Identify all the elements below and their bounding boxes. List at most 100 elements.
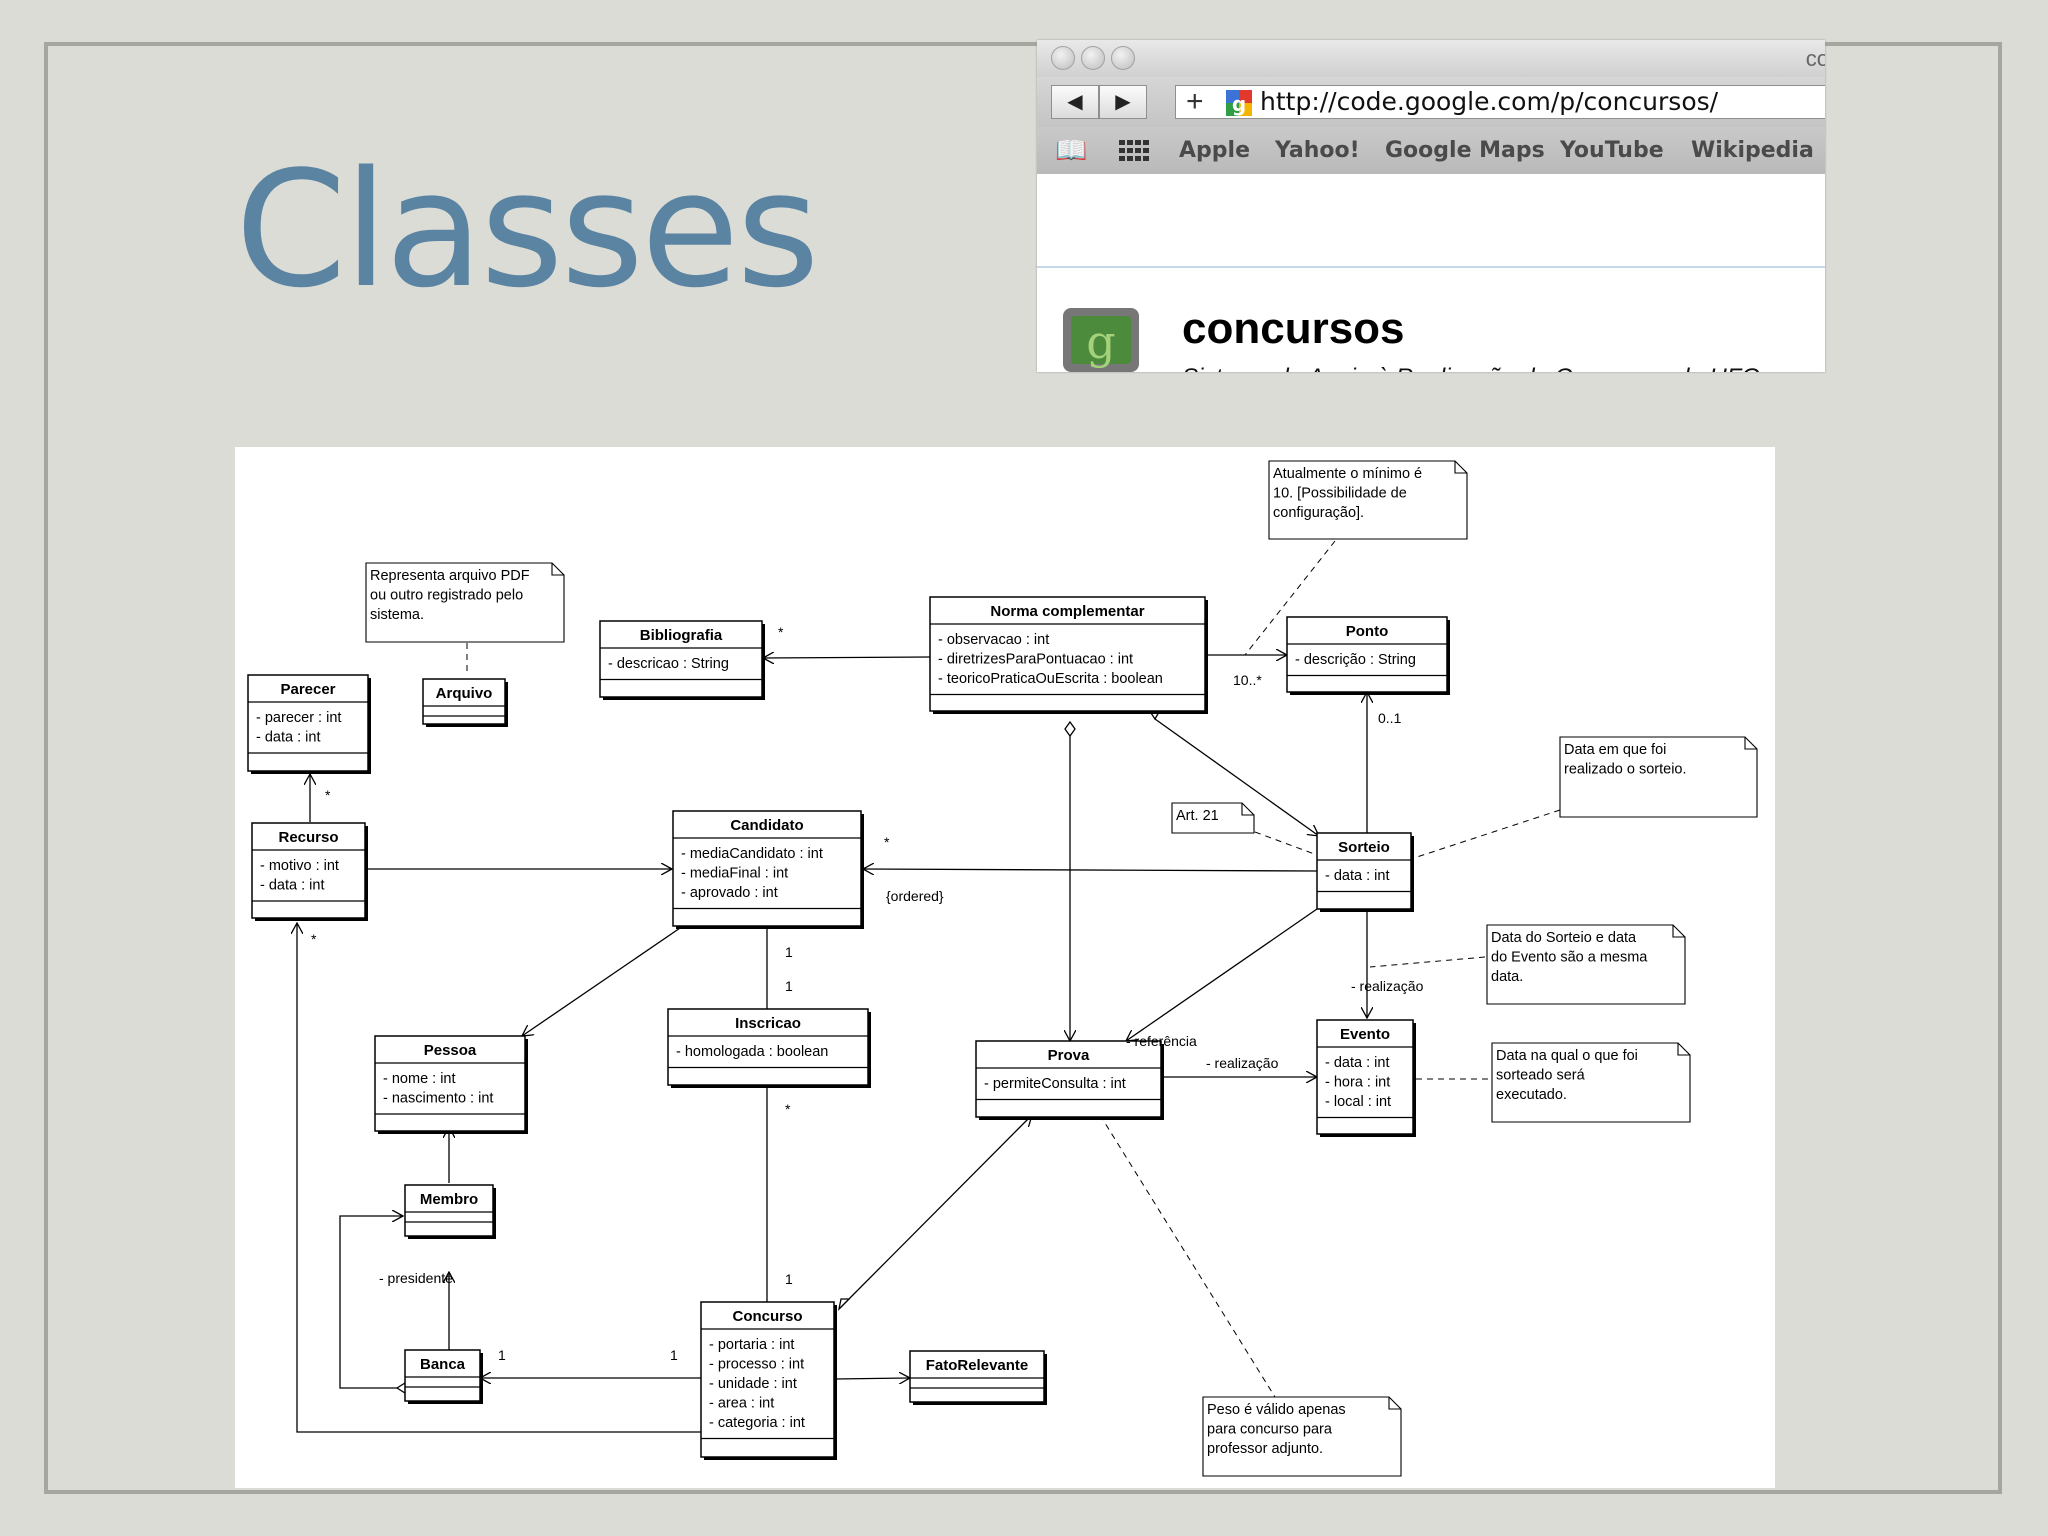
label-realizacao-evento: - realização [1351,978,1424,994]
top-sites-grid-icon[interactable] [1119,140,1149,162]
class-attribute: - aprovado : int [681,885,778,901]
browser-window: co ◀ ▶ + g http://code.google.com/p/conc… [1037,40,1825,372]
class-attribute: - homologada : boolean [676,1044,828,1060]
slide-title: Classes [235,136,820,323]
label-presidente: - presidente [379,1270,453,1286]
class-attribute: - parecer : int [256,710,341,726]
forward-button[interactable]: ▶ [1099,85,1147,119]
add-bookmark-icon[interactable]: + [1186,85,1204,118]
class-name: Parecer [280,681,335,698]
note-text: Data do Sorteio e data [1491,930,1637,946]
forward-arrow-icon: ▶ [1115,91,1131,113]
class-attribute: - mediaFinal : int [681,866,788,882]
note-pdf: Representa arquivo PDF ou outro registrad… [365,562,565,643]
class-name: Bibliografia [640,627,723,644]
note-text: data. [1491,969,1523,985]
class-name: Banca [420,1356,466,1373]
class-name: Pessoa [424,1042,477,1059]
bookmark-wikipedia[interactable]: Wikipedia [1691,138,1814,163]
label-concurso-banca-one: 1 [670,1347,678,1363]
class-name: Arquivo [436,685,493,702]
label-banca-one: 1 [498,1347,506,1363]
class-attribute: - motivo : int [260,858,339,874]
note-text: executado. [1496,1087,1567,1103]
minimize-window-button[interactable] [1081,46,1105,70]
zoom-window-button[interactable] [1111,46,1135,70]
bookmark-google-maps[interactable]: Google Maps [1385,138,1545,163]
class-evento: Evento- data : int- hora : int- local : … [1316,1019,1416,1137]
class-attribute: - portaria : int [709,1337,794,1353]
note-text: sorteado será [1496,1068,1586,1084]
class-attribute: - observacao : int [938,632,1049,648]
uml-canvas: Parecer - parecer : int - data : int Arquiv… [247,460,1758,1477]
class-sorteio: Sorteio- data : int [1316,832,1414,912]
note-peso: Peso é válido apenas para concurso para pr… [1202,1396,1402,1477]
class-attribute: - data : int [1325,868,1389,884]
note-text: professor adjunto. [1207,1441,1323,1457]
back-button[interactable]: ◀ [1051,85,1099,119]
class-attribute: - nome : int [383,1071,456,1087]
note-art21: Art. 21 [1171,802,1255,834]
class-concurso: Concurso- portaria : int- processo : int… [700,1301,837,1460]
association-labels: * 10..* 0..1 * * * {ordered} 1 1 * 1 - r… [311,624,1424,1363]
label-ponto-multiplicity: 10..* [1233,672,1262,688]
note-text: Peso é válido apenas [1207,1402,1346,1418]
note-text: ou outro registrado pelo [370,588,523,604]
class-name: Candidato [730,817,803,834]
close-window-button[interactable] [1051,46,1075,70]
class-fato: FatoRelevante [909,1350,1047,1405]
label-concurso-one: 1 [785,1271,793,1287]
class-name: Norma complementar [990,603,1144,620]
browser-toolbar: ◀ ▶ + g http://code.google.com/p/concurs… [1037,77,1825,127]
label-recurso-multiplicity: * [311,931,317,947]
class-attribute: - permiteConsulta : int [984,1076,1126,1092]
note-text: sistema. [370,607,424,623]
class-boxes: Parecer - parecer : int - data : int Arquiv… [247,596,1450,1460]
project-logo-icon[interactable]: g [1057,304,1147,372]
class-attribute: - mediaCandidato : int [681,846,823,862]
back-arrow-icon: ◀ [1067,91,1083,113]
url-text[interactable]: http://code.google.com/p/concursos/ [1260,87,1719,116]
diagram-connectors [297,650,1367,1433]
class-attribute: - teoricoPraticaOuEscrita : boolean [938,671,1163,687]
note-boxes: Representa arquivo PDF ou outro registrad… [365,460,1758,1477]
class-attribute: - descricao : String [608,656,729,672]
label-bibliografia-multiplicity: * [778,624,784,640]
class-attribute: - descrição : String [1295,652,1416,668]
class-attribute: - area : int [709,1396,774,1412]
label-candidato-one: 1 [785,944,793,960]
note-executado: Data na qual o que foi sorteado será execu… [1491,1042,1691,1123]
note-text: para concurso para [1207,1422,1333,1438]
class-attribute: - unidade : int [709,1376,797,1392]
class-name: Recurso [278,829,338,846]
browser-titlebar: co [1037,40,1825,77]
svg-text:g: g [1232,92,1246,116]
class-name: Evento [1340,1026,1390,1043]
class-membro: Membro [404,1184,496,1239]
note-minimo: Atualmente o mínimo é10. [Possibilidade … [1268,460,1468,540]
class-attribute: - data : int [1325,1055,1389,1071]
class-attribute: - categoria : int [709,1415,805,1431]
class-ponto: Ponto- descrição : String [1286,616,1450,695]
class-pessoa: Pessoa- nome : int- nascimento : int [374,1035,528,1134]
label-inscricao-one: 1 [785,978,793,994]
bookmarks-book-icon[interactable]: 📖 [1055,135,1088,165]
label-realizacao-prova: - realização [1206,1055,1279,1071]
note-text: Data na qual o que foi [1496,1048,1638,1064]
address-bar[interactable]: + g http://code.google.com/p/concursos/ [1175,85,1825,119]
note-mesma-data: Data do Sorteio e data do Evento são a me… [1486,924,1686,1005]
note-text: Representa arquivo PDF [370,568,530,584]
label-sorteio-ponto-multiplicity: 0..1 [1378,710,1402,726]
note-text: 10. [Possibilidade de [1273,486,1407,502]
note-text: configuração]. [1273,505,1364,521]
bookmark-yahoo[interactable]: Yahoo! [1275,138,1360,163]
class-name: Prova [1048,1047,1090,1064]
bookmark-apple[interactable]: Apple [1179,138,1250,163]
bookmark-youtube[interactable]: YouTube [1560,138,1664,163]
note-text: do Evento são a mesma [1491,950,1648,966]
project-name[interactable]: concursos [1182,304,1405,353]
class-recurso: Recurso- motivo : int- data : int [251,822,368,921]
note-connectors [466,540,1561,1398]
note-text: realizado o sorteio. [1564,762,1687,778]
